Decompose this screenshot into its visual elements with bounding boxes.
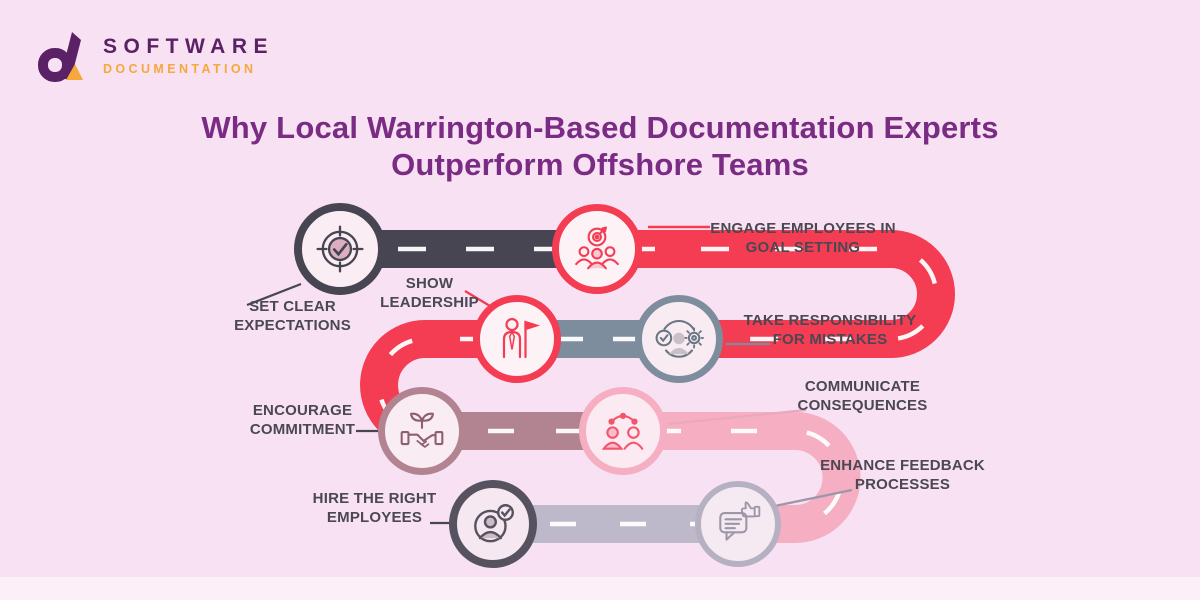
step-label-communicate-consequences: COMMUNICATE CONSEQUENCES <box>797 378 928 414</box>
person-check-gear-icon <box>655 320 704 358</box>
brand-wordmark: SOFTWARE DOCUMENTATION <box>103 35 274 76</box>
step-circle-hire-employees <box>449 480 537 568</box>
step-circle-engage-employees <box>552 204 642 294</box>
brand-word-software: SOFTWARE <box>103 34 274 58</box>
step-circle-enhance-feedback <box>695 481 781 567</box>
step-label-hire-employees: HIRE THE RIGHT EMPLOYEES <box>312 490 437 526</box>
person-verified-icon <box>474 504 514 543</box>
bottom-strip <box>0 577 1200 600</box>
leader-flag-icon <box>502 317 541 359</box>
step-circle-communicate-consequences <box>579 387 667 475</box>
step-circle-encourage-commitment <box>378 387 466 475</box>
team-goal-icon <box>575 226 619 270</box>
people-network-icon <box>601 412 644 450</box>
leader-line-enhance-feedback <box>769 488 853 509</box>
brand-word-documentation: DOCUMENTATION <box>103 61 257 76</box>
step-label-enhance-feedback: ENHANCE FEEDBACK PROCESSES <box>820 457 985 493</box>
page-title: Why Local Warrington-Based Documentation… <box>201 110 999 182</box>
step-circle-take-responsibility <box>635 295 723 383</box>
target-checkmark-icon <box>316 225 364 273</box>
step-circle-show-leadership <box>473 295 561 383</box>
step-label-set-clear-expectations: SET CLEAR EXPECTATIONS <box>234 298 351 334</box>
brand-logo: SOFTWARE DOCUMENTATION <box>36 27 274 83</box>
step-circle-set-clear-expectations <box>294 203 386 295</box>
leader-line-set-clear-expectations <box>246 282 302 307</box>
step-label-engage-employees: ENGAGE EMPLOYEES IN GOAL SETTING <box>710 220 896 256</box>
speech-thumbs-up-icon <box>719 501 761 541</box>
step-label-take-responsibility: TAKE RESPONSIBILITY FOR MISTAKES <box>743 312 917 348</box>
leader-line-communicate-consequences <box>667 408 807 426</box>
software-documentation-logo-icon <box>38 32 83 82</box>
handshake-sprout-icon <box>400 412 444 448</box>
step-label-encourage-commitment: ENCOURAGE COMMITMENT <box>249 402 356 438</box>
step-label-show-leadership: SHOW LEADERSHIP <box>380 275 479 311</box>
